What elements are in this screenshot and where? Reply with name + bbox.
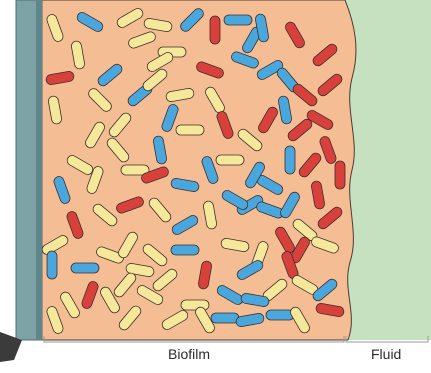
blue-bacterium xyxy=(171,245,199,255)
blue-bacterium xyxy=(211,313,239,323)
yellow-bacterium xyxy=(216,155,244,165)
yellow-bacterium xyxy=(176,125,204,135)
substrate-shadow xyxy=(36,0,42,340)
blue-bacterium xyxy=(285,146,295,174)
biofilm-label: Biofilm xyxy=(168,346,210,362)
fluid-label: Fluid xyxy=(371,346,401,362)
blue-bacterium xyxy=(266,310,294,320)
yellow-bacterium xyxy=(181,300,209,310)
blue-bacterium xyxy=(71,263,99,273)
blue-bacterium xyxy=(47,251,57,279)
blue-bacterium xyxy=(224,15,252,25)
red-bacterium xyxy=(210,16,220,44)
red-bacterium xyxy=(335,161,345,189)
